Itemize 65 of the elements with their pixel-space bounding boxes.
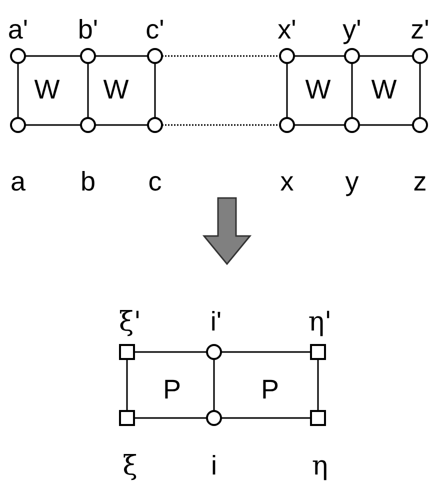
node-label: ξ' xyxy=(118,308,142,336)
cell-label: W xyxy=(371,76,397,104)
connector-line xyxy=(95,55,148,57)
connector-line xyxy=(213,359,215,411)
connector-line xyxy=(221,417,311,419)
circle-node xyxy=(147,117,163,133)
connector-line xyxy=(317,359,319,411)
circle-node xyxy=(80,117,96,133)
circle-node xyxy=(344,117,360,133)
node-label: x' xyxy=(278,16,296,44)
connector-line xyxy=(154,63,156,118)
dotted-connector xyxy=(162,124,280,126)
connector-line xyxy=(351,63,353,118)
node-label: b xyxy=(80,168,96,196)
circle-node xyxy=(206,410,222,426)
dotted-connector xyxy=(162,55,280,57)
node-label: y' xyxy=(342,16,362,44)
square-node xyxy=(310,410,326,426)
connector-line xyxy=(221,351,311,353)
node-label: y xyxy=(345,168,359,196)
connector-line xyxy=(126,359,128,411)
node-label: b' xyxy=(78,16,98,44)
node-label: a' xyxy=(8,16,28,44)
square-node xyxy=(310,344,326,360)
node-label: x xyxy=(280,168,294,196)
connector-line xyxy=(294,55,345,57)
square-node xyxy=(119,410,135,426)
cell-label: P xyxy=(163,376,181,404)
circle-node xyxy=(344,48,360,64)
connector-line xyxy=(134,351,207,353)
connector-line xyxy=(25,55,81,57)
connector-line xyxy=(294,124,345,126)
cell-label: W xyxy=(305,76,331,104)
node-label: c' xyxy=(146,16,164,44)
node-label: z xyxy=(413,168,427,196)
node-label: ξ xyxy=(122,452,138,480)
circle-node xyxy=(279,117,295,133)
node-label: c xyxy=(148,168,162,196)
node-label: i' xyxy=(210,308,222,336)
square-node xyxy=(119,344,135,360)
circle-node xyxy=(10,117,26,133)
circle-node xyxy=(412,48,428,64)
node-label: i xyxy=(211,452,217,480)
circle-node xyxy=(10,48,26,64)
cell-label: W xyxy=(103,76,129,104)
cell-label: P xyxy=(261,376,279,404)
circle-node xyxy=(279,48,295,64)
circle-node xyxy=(206,344,222,360)
connector-line xyxy=(419,63,421,118)
connector-line xyxy=(134,417,207,419)
node-label: η xyxy=(312,452,328,480)
node-label: a xyxy=(10,168,26,196)
node-label: z' xyxy=(410,16,430,44)
circle-node xyxy=(80,48,96,64)
connector-line xyxy=(286,63,288,118)
connector-line xyxy=(359,55,413,57)
cell-label: W xyxy=(34,76,60,104)
connector-line xyxy=(95,124,148,126)
node-label: η' xyxy=(308,308,332,336)
circle-node xyxy=(147,48,163,64)
circle-node xyxy=(412,117,428,133)
connector-line xyxy=(359,124,413,126)
connector-line xyxy=(25,124,81,126)
connector-line xyxy=(87,63,89,118)
connector-line xyxy=(17,63,19,118)
